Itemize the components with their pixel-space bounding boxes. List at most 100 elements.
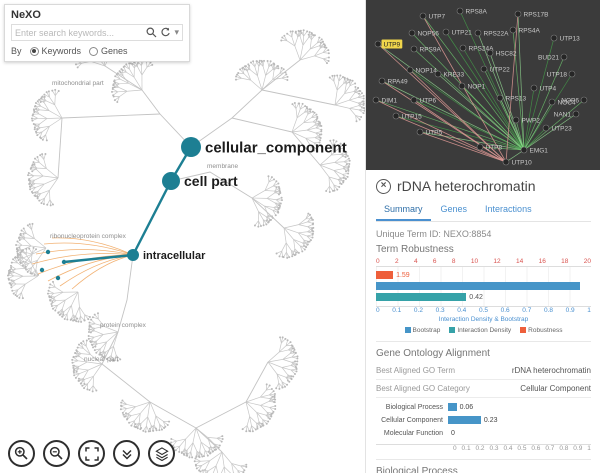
highlighted-subnode[interactable] [55,275,61,281]
highlighted-subnode[interactable] [45,249,51,255]
close-icon[interactable]: × [376,178,391,194]
go-term-row: Best Aligned GO Term rDNA heterochromati… [376,362,591,380]
gene-node-NOP6[interactable]: NOP6 [561,96,588,104]
gene-node-UTP9[interactable]: UTP9 [374,39,403,49]
legend-interaction-density: Interaction Density [449,327,511,334]
gene-node-UTP22[interactable]: UTP22 [480,65,510,73]
highlighted-subnode[interactable] [39,267,45,273]
details-header: × rDNA heterochromatin [376,178,591,194]
svg-text:UTP4: UTP4 [540,85,557,92]
gene-node-RPS22A[interactable]: RPS22A [474,29,510,37]
gene-node-BUD21[interactable]: BUD21 [538,53,568,61]
search-icon[interactable] [146,27,157,38]
search-box: ▾ [11,24,183,41]
zoom-in-icon [14,446,28,460]
gene-node-RPS17B[interactable]: RPS17B [514,10,549,18]
gene-node-RPS9A[interactable]: RPS9A [410,45,442,53]
gene-node-NOP56[interactable]: NOP56 [408,29,439,37]
radio-selected-icon [29,46,39,56]
ontology-node-cellular-component[interactable]: cellular_component [181,137,347,157]
legend-robustness: Robustness [520,327,563,334]
bar-interaction-density: 0.42 [376,292,591,303]
svg-text:cellular_component: cellular_component [205,139,347,156]
double-chevron-icon [121,449,132,460]
search-mode-row: By Keywords Genes [11,46,183,56]
gene-node-KRE33[interactable]: KRE33 [434,70,464,78]
gene-node-HSC82[interactable]: HSC82 [486,49,517,57]
ontology-tree-decoration [6,29,365,473]
zoom-in-button[interactable] [8,440,35,467]
svg-text:UTP9: UTP9 [384,41,401,48]
gene-node-UTP7[interactable]: UTP7 [419,12,446,20]
gene-node-NOC4[interactable]: NOC4 [548,98,576,106]
svg-text:HSC82: HSC82 [496,50,517,57]
svg-text:UTP8: UTP8 [486,144,503,151]
gene-node-PWP2[interactable]: PWP2 [512,116,540,124]
gene-node-NOP14[interactable]: NOP14 [406,66,437,74]
term-label: nuclear part [84,356,119,363]
gene-node-UTP21[interactable]: UTP21 [442,28,473,36]
gene-node-EMG1[interactable]: EMG1 [520,146,549,154]
svg-text:RPS9A: RPS9A [420,46,442,53]
gene-node-RPS24A[interactable]: RPS24A [459,44,495,52]
svg-text:UTP7: UTP7 [429,13,446,20]
gene-node-UTP13[interactable]: UTP13 [550,34,580,42]
collapse-nodes-button[interactable] [113,440,140,467]
gene-node-UTP23[interactable]: UTP23 [542,124,572,132]
go-row-label: Best Aligned GO Category [376,383,470,393]
reset-icon[interactable] [160,27,171,38]
gene-node-RPS13[interactable]: RPS13 [496,94,526,102]
search-input[interactable] [15,27,144,38]
tab-genes[interactable]: Genes [440,204,468,214]
tab-interactions[interactable]: Interactions [485,204,532,214]
gene-node-UTP8[interactable]: UTP8 [476,143,503,151]
svg-text:intracellular: intracellular [143,250,206,262]
ontology-node-cell-part[interactable]: cell part [162,172,238,190]
term-label: mitochondrial part [52,80,104,87]
radio-keywords[interactable]: Keywords [29,46,81,56]
svg-text:EMG1: EMG1 [530,147,549,154]
layers-button[interactable] [148,440,175,467]
radio-genes[interactable]: Genes [89,46,128,56]
term-label: membrane [207,163,238,170]
fit-to-screen-button[interactable] [78,440,105,467]
gene-node-UTP10[interactable]: UTP10 [502,158,533,166]
highlighted-subnode[interactable] [61,259,67,265]
svg-text:NOP1: NOP1 [468,83,486,90]
svg-text:RPS22A: RPS22A [484,30,510,37]
svg-text:UTP18: UTP18 [547,71,568,78]
gene-association-edges [31,237,134,290]
go-row-label: Best Aligned GO Term [376,365,455,375]
gene-node-RPS8A[interactable]: RPS8A [456,7,487,15]
gene-node-UTP4[interactable]: UTP4 [530,84,557,92]
dropdown-caret-icon[interactable]: ▾ [174,27,179,37]
unique-term-id: Unique Term ID: NEXO:8854 [376,229,591,239]
gene-node-UTP18[interactable]: UTP18 [547,70,576,78]
svg-text:NOP6: NOP6 [561,97,579,104]
gene-node-RPA49[interactable]: RPA49 [378,77,408,85]
ontology-node-intracellular[interactable]: intracellular [127,249,206,262]
gene-node-NOP1[interactable]: NOP1 [458,82,486,90]
gene-node-UTP6[interactable]: UTP6 [410,96,437,104]
tab-summary[interactable]: Summary [376,200,431,221]
svg-text:UTP10: UTP10 [512,159,533,166]
gene-node-NAN1[interactable]: NAN1 [554,110,580,118]
robustness-axis-label: Interaction Density & Bootstrap [438,315,529,323]
svg-text:RPA49: RPA49 [388,78,408,85]
svg-text:UTP21: UTP21 [452,29,473,36]
gene-node-DIM1[interactable]: DIM1 [372,96,397,104]
gene-node-UTP15[interactable]: UTP15 [392,112,422,120]
unique-term-id-value: NEXO:8854 [443,229,492,239]
svg-text:RPS17B: RPS17B [524,11,549,18]
gene-node-RPS4A[interactable]: RPS4A [509,26,540,34]
svg-text:RPS24A: RPS24A [469,45,495,52]
gene-node-UTP5[interactable]: UTP5 [416,128,443,136]
zoom-out-button[interactable] [43,440,70,467]
